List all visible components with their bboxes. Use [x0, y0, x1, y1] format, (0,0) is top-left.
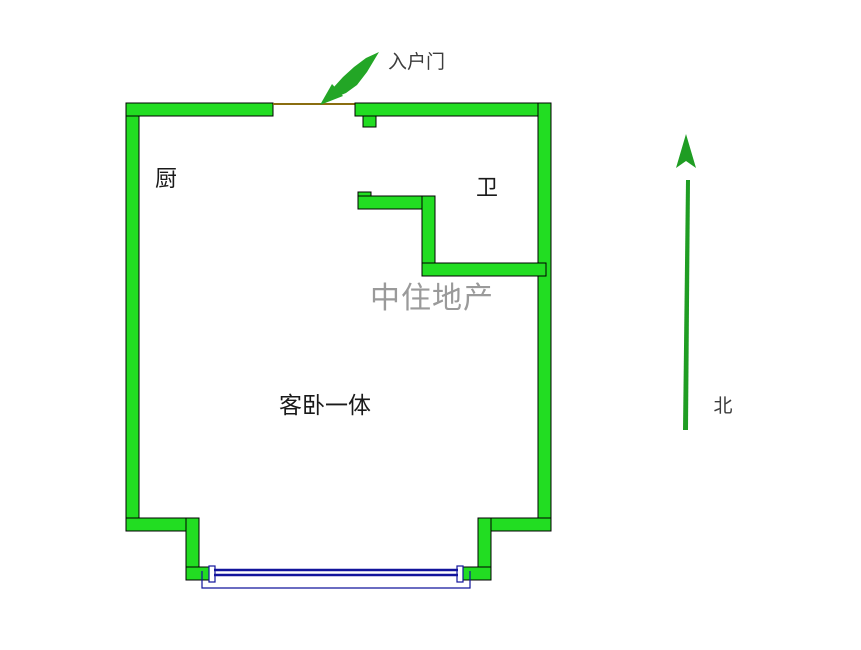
entrance-door-opening: [273, 103, 355, 105]
compass-north-arrow: [676, 134, 696, 430]
wall-bathroom-door-jamb: [362, 115, 377, 128]
wall-exterior-left: [125, 102, 140, 532]
entrance-door-arrow: [320, 52, 379, 105]
room-label-living-bedroom: 客卧一体: [279, 393, 371, 419]
wall-group: [125, 102, 552, 581]
room-label-kitchen: 厨: [155, 167, 177, 192]
compass-arrow-shaft: [683, 180, 690, 430]
annotation-entrance-door: 入户门: [388, 51, 445, 73]
wall-exterior-top-left: [125, 102, 274, 117]
wall-exterior-top-right: [354, 102, 552, 117]
wall-exterior-right: [537, 102, 552, 532]
compass-label-north: 北: [713, 395, 732, 417]
entrance-arrow-head: [320, 84, 343, 105]
room-label-bathroom: 卫: [476, 176, 498, 201]
wall-balcony-right-return: [462, 566, 492, 581]
watermark-text: 中住地产: [370, 281, 494, 316]
compass-arrow-head: [676, 134, 696, 168]
balcony-window: [201, 565, 471, 589]
window-sill-outline: [201, 571, 471, 589]
wall-bathroom-bottom: [421, 262, 547, 277]
